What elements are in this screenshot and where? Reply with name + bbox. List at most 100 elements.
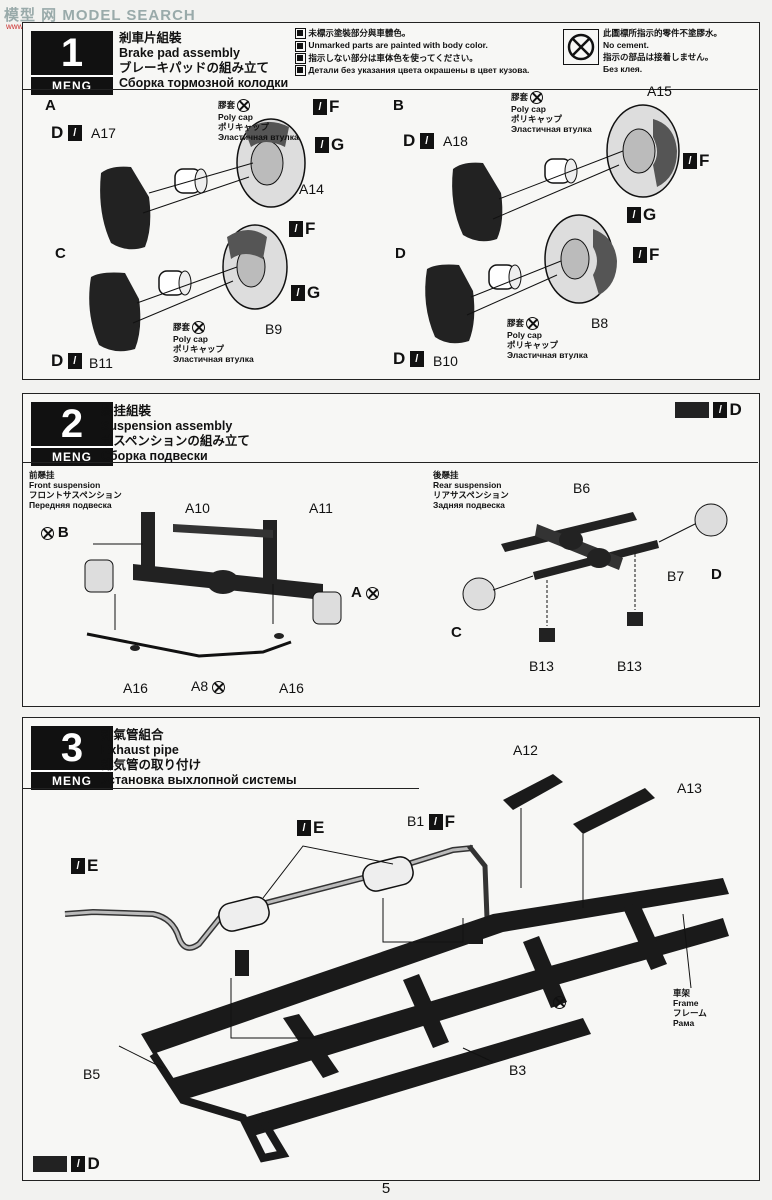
part-a14: A14 xyxy=(299,181,324,197)
no-cement-icon xyxy=(553,996,566,1010)
paint-d-a18: D / xyxy=(401,131,434,151)
step-number: 2 xyxy=(31,402,113,446)
paint-f-a: /F xyxy=(313,97,339,117)
color-swatch xyxy=(675,402,709,418)
paint-f-b: /F xyxy=(683,151,709,171)
exhaust-pipe xyxy=(64,844,490,951)
letter-a: A xyxy=(351,584,379,601)
chassis-frame xyxy=(118,774,729,1163)
brush-icon: / xyxy=(67,353,82,369)
step-3-title: 排氣管組合 Exhaust pipe 排気管の取り付け Установка вы… xyxy=(101,728,297,787)
step-2-panel: 2 MENG 懸挂組裝 Suspension assembly サスペンションの… xyxy=(22,393,760,707)
brush-icon: / xyxy=(291,285,305,301)
brake-assembly-d xyxy=(425,214,617,344)
letter-d: D xyxy=(711,566,722,583)
no-cement-badge xyxy=(563,29,599,65)
step-number: 1 xyxy=(31,31,113,75)
step-2-title: 懸挂組裝 Suspension assembly サスペンションの組み立て Сб… xyxy=(101,404,250,463)
no-cement-icon xyxy=(212,680,226,694)
part-b13-right: B13 xyxy=(617,658,642,674)
paint-e-tailpipe: /E xyxy=(71,856,98,876)
letter-b: B xyxy=(41,524,69,541)
step-2-drawing xyxy=(84,503,728,658)
section-b: B xyxy=(393,97,404,114)
part-b8: B8 xyxy=(591,315,609,331)
step-2-badge: 2 MENG xyxy=(31,402,113,466)
part-b13-left: B13 xyxy=(529,658,554,674)
poly-cap-d: 膠套 Poly cap ポリキャップ Эластичная втулка xyxy=(507,317,588,360)
frame-label: 車架 Frame フレーム Рама xyxy=(673,988,707,1028)
paint-d-b10: D / xyxy=(391,349,424,369)
brush-icon: / xyxy=(71,1156,86,1172)
step-3-panel: 3 MENG 排氣管組合 Exhaust pipe 排気管の取り付け Устан… xyxy=(22,717,760,1181)
brush-icon: / xyxy=(409,351,424,367)
brush-icon: / xyxy=(633,247,647,263)
section-d: D xyxy=(395,245,406,262)
part-a17: A17 xyxy=(91,125,116,141)
brush-icon: / xyxy=(71,858,85,874)
part-a16-right: A16 xyxy=(279,680,304,696)
part-b10: B10 xyxy=(433,353,458,369)
paint-g-c: /G xyxy=(291,283,320,303)
watermark: 模型 网 MODEL SEARCH xyxy=(4,7,196,24)
divider xyxy=(23,788,419,789)
section-c: C xyxy=(55,245,66,262)
front-suspension xyxy=(84,512,342,658)
step-3-drawing xyxy=(64,774,729,1163)
part-b9: B9 xyxy=(265,321,283,337)
part-b6: B6 xyxy=(573,480,591,496)
divider xyxy=(23,89,758,90)
page-number: 5 xyxy=(381,1180,391,1197)
brush-icon: / xyxy=(315,137,329,153)
color-swatch xyxy=(33,1156,67,1172)
square-icon xyxy=(295,52,306,64)
brush-icon: / xyxy=(313,99,327,115)
step-number: 3 xyxy=(31,726,113,770)
rear-suspension xyxy=(462,503,728,642)
part-a18: A18 xyxy=(443,133,468,149)
step-2-paint: /D xyxy=(675,400,742,420)
paint-g-a: /G xyxy=(315,135,344,155)
part-a10: A10 xyxy=(185,500,210,516)
part-b1: B1 /F xyxy=(407,812,455,831)
part-a11: A11 xyxy=(309,500,333,516)
color-legend: 未標示塗裝部分與車體色。 Unmarked parts are painted … xyxy=(295,27,529,76)
letter-c: C xyxy=(451,624,462,641)
poly-cap-c: 膠套 Poly cap ポリキャップ Эластичная втулка xyxy=(173,321,254,364)
square-icon xyxy=(295,65,306,76)
no-cement-icon xyxy=(567,33,595,61)
no-cement-icon xyxy=(530,91,544,104)
paint-d-a17: D / xyxy=(49,123,82,143)
brake-assembly-c xyxy=(89,224,288,352)
no-cement-icon xyxy=(192,321,206,334)
paint-f-d: /F xyxy=(633,245,659,265)
part-b11: B11 xyxy=(89,355,113,371)
step-3-paint: /D xyxy=(33,1154,100,1174)
brush-icon: / xyxy=(713,402,728,418)
step-1-title: 剎車片組裝 Brake pad assembly ブレーキパッドの組み立て Сб… xyxy=(119,31,289,90)
section-a: A xyxy=(45,97,56,114)
brush-icon: / xyxy=(419,133,434,149)
part-a12: A12 xyxy=(513,742,538,758)
brand-logo: MENG xyxy=(31,446,113,466)
part-b5: B5 xyxy=(83,1066,101,1082)
no-cement-chassis xyxy=(553,994,566,1012)
brush-icon: / xyxy=(627,207,641,223)
no-cement-legend: 此圖標所指示的零件不塗膠水。 No cement. 指示の部品は接着しません。 … xyxy=(603,28,723,74)
paint-g-b: /G xyxy=(627,205,656,225)
no-cement-icon xyxy=(41,526,54,540)
square-icon xyxy=(295,40,306,52)
step-3-badge: 3 MENG xyxy=(31,726,113,790)
part-b3: B3 xyxy=(509,1062,527,1078)
divider xyxy=(23,462,758,463)
brush-icon: / xyxy=(297,820,311,836)
brush-icon: / xyxy=(428,814,443,830)
brake-assembly-a xyxy=(100,118,306,250)
poly-cap-a: 膠套 Poly cap ポリキャップ Эластичная втулка xyxy=(218,99,299,142)
brand-logo: MENG xyxy=(31,770,113,790)
poly-cap-b: 膠套 Poly cap ポリキャップ Эластичная втулка xyxy=(511,91,592,134)
front-suspension-label: 前懸挂 Front suspension フロントサスペンション Передня… xyxy=(29,470,122,510)
brush-icon: / xyxy=(683,153,697,169)
paint-e-mufflers: /E xyxy=(297,818,324,838)
paint-d-b11: D / xyxy=(49,351,82,371)
